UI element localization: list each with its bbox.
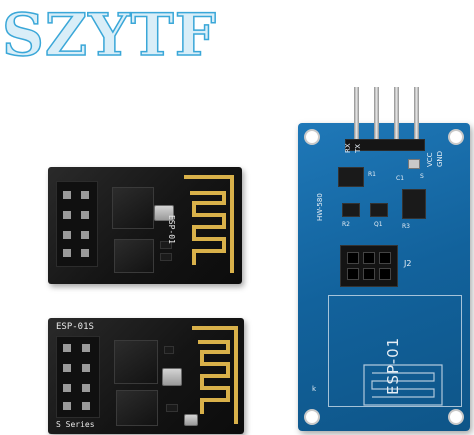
header-pin — [394, 87, 399, 139]
regulator-chip — [402, 189, 426, 219]
label-r3: R3 — [402, 223, 410, 230]
smd-component — [160, 253, 172, 261]
pin-label-tx: TX — [354, 143, 362, 153]
pin-header — [345, 139, 425, 151]
label-r1: R2 — [342, 221, 350, 228]
esp8266-chip — [112, 187, 154, 229]
series-label: S Series — [56, 420, 95, 429]
mounting-hole — [448, 129, 464, 145]
transistor-q2 — [370, 203, 388, 217]
pin-label-gnd: GND — [436, 150, 444, 167]
flash-chip — [116, 390, 158, 426]
antenna-label: ESP-01 — [167, 215, 176, 244]
led-indicator — [184, 414, 198, 426]
label-k: k — [312, 385, 317, 393]
label-s: S — [420, 173, 424, 180]
capacitor — [408, 159, 420, 169]
smd-component — [160, 241, 172, 249]
header-pin — [414, 87, 419, 139]
pin-label-rx: RX — [344, 143, 352, 153]
header-pin — [374, 87, 379, 139]
model-label: ESP-01S — [56, 322, 94, 332]
esp01-adapter-board: RX TX VCC GND HW-580 R1 R2 C1 S Q1 R3 J2… — [298, 87, 470, 431]
module-outline — [328, 295, 462, 407]
header-pins-icon — [63, 344, 90, 410]
brand-watermark: SZYTF — [1, 0, 217, 70]
smd-component — [164, 346, 174, 354]
crystal-oscillator — [154, 205, 174, 221]
transistor-q1 — [342, 203, 360, 217]
header-pins-icon — [63, 191, 89, 257]
antenna-outline-icon — [363, 364, 443, 406]
header-pin — [354, 87, 359, 139]
mounting-hole — [448, 409, 464, 425]
esp01s-module: ESP-01S S Series — [48, 318, 244, 434]
mounting-hole — [304, 129, 320, 145]
esp01-module: ESP-01 — [48, 167, 242, 284]
model-code: HW-580 — [316, 193, 324, 221]
smd-component — [166, 404, 178, 412]
mounting-hole — [304, 409, 320, 425]
crystal-oscillator — [162, 368, 182, 386]
esp8266-chip — [114, 340, 158, 384]
label-r2: R1 — [368, 171, 376, 178]
flash-chip — [114, 239, 154, 273]
label-q1: Q1 — [374, 221, 383, 228]
ic-component — [338, 167, 364, 187]
label-c1: C1 — [396, 175, 405, 182]
antenna-trace-icon — [184, 175, 234, 273]
pin-label-vcc: VCC — [426, 152, 434, 167]
antenna-trace-icon — [192, 326, 238, 424]
label-j2: J2 — [404, 259, 412, 268]
esp01-socket[interactable] — [340, 245, 398, 287]
